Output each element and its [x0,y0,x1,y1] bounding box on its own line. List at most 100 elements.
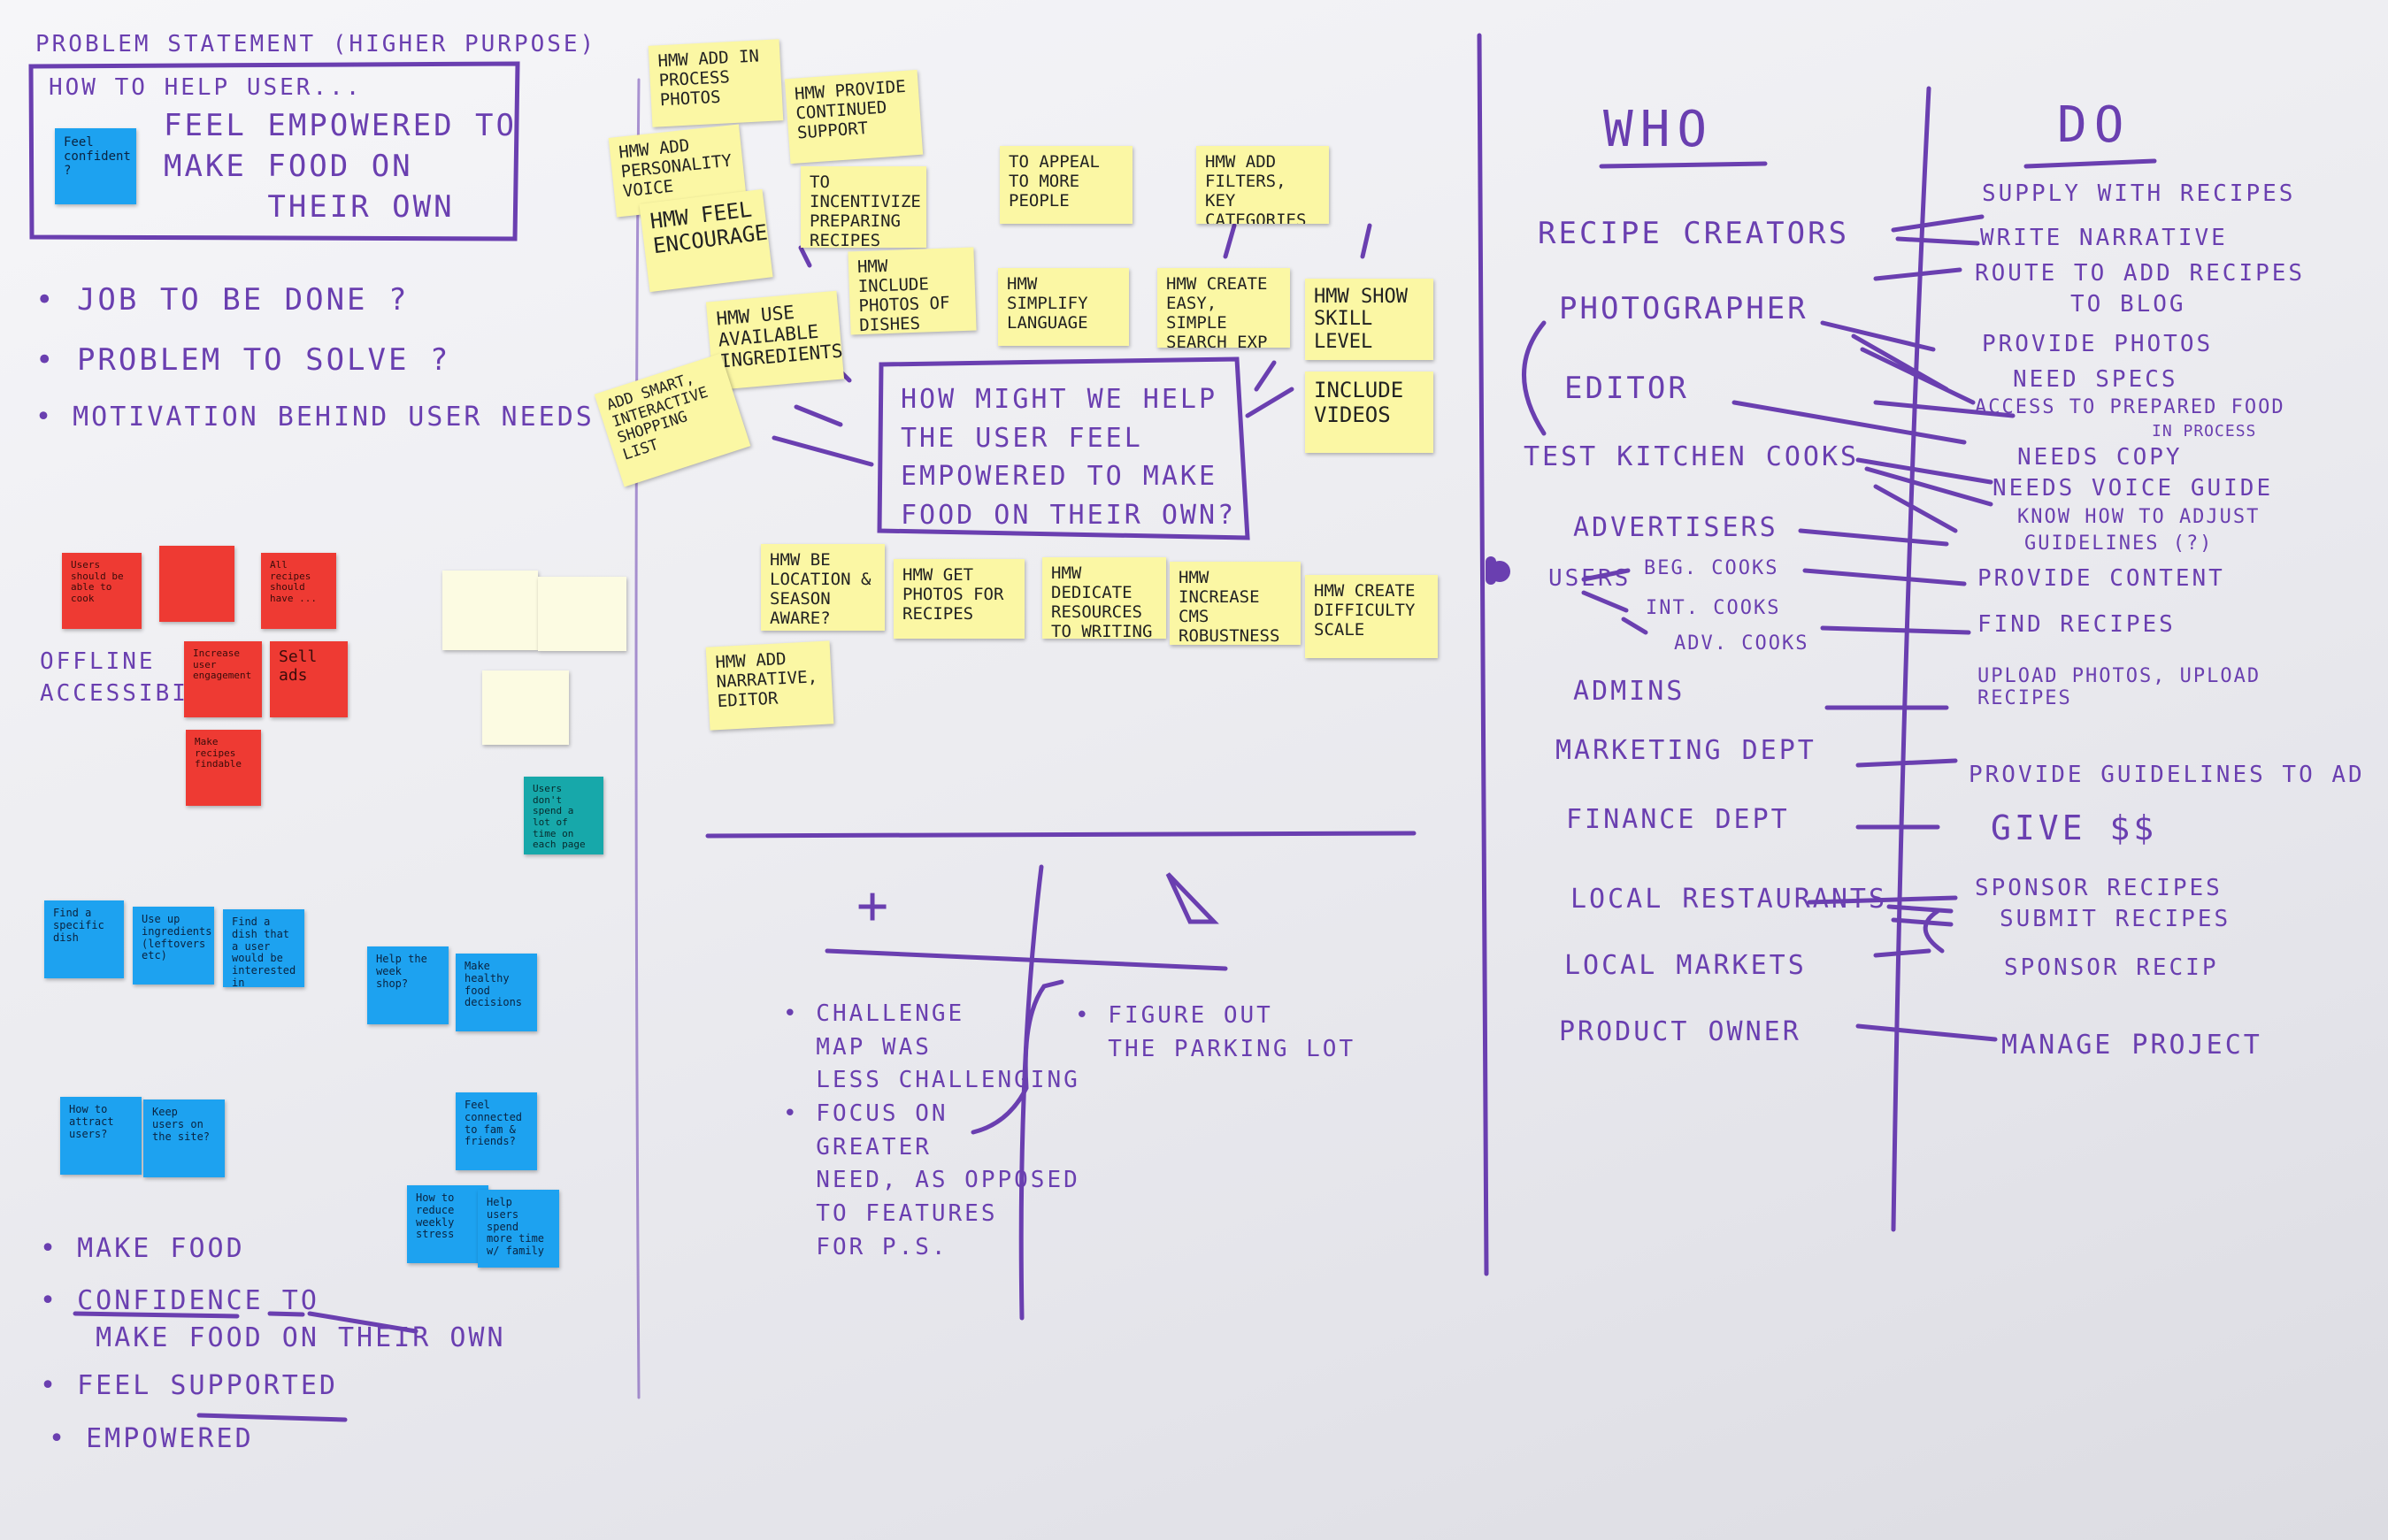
do-sponsor-recipes: SPONSOR RECIPES [1975,875,2223,901]
bottom-confidence: • CONFIDENCE TO MAKE FOOD ON THEIR OWN [40,1285,506,1353]
pale-note-3 [482,670,569,745]
do-route-add-recipes: ROUTE TO ADD RECIPES [1975,260,2306,287]
problem-box-main: FEEL EMPOWERED TO MAKE FOOD ON THEIR OWN [164,108,517,225]
do-provide-photos: PROVIDE PHOTOS [1982,331,2214,357]
do-find-recipes: FIND RECIPES [1977,611,2176,638]
who-product-owner: PRODUCT OWNER [1559,1016,1801,1047]
blue-note-7: Keep users on the site? [143,1099,225,1177]
who-advertisers: ADVERTISERS [1573,512,1778,543]
do-provide-content: PROVIDE CONTENT [1977,565,2225,592]
note-hmw-continued-support: HMW PROVIDE CONTINUED SUPPORT [784,69,924,165]
who-marketing: MARKETING DEPT [1555,735,1816,766]
blue-note-3: Find a dish that a user would be interes… [223,909,304,987]
blue-note-2: Use up ingredients (leftovers etc) [133,907,214,985]
do-access-prepared-food: ACCESS TO PREPARED FOOD [1975,396,2285,418]
do-need-specs: NEED SPECS [2013,366,2178,393]
note-hmw-get-photos: HMW GET PHOTOS FOR RECIPES [894,559,1025,639]
do-guidelines: GUIDELINES (?) [2024,532,2214,555]
delta-notes: • FIGURE OUT THE PARKING LOT [1075,1002,1356,1062]
who-photographer: PHOTOGRAPHER [1559,291,1808,326]
blue-note-8: Feel connected to fam & friends? [456,1092,537,1170]
note-hmw-skill-level: HMW SHOW SKILL LEVEL [1305,279,1433,360]
plus-notes: • CHALLENGE MAP WAS LESS CHALLENGING • F… [783,1000,1080,1260]
do-write-narrative: WRITE NARRATIVE [1980,225,2228,251]
do-sponsor-recip: SPONSOR RECIP [2004,954,2219,981]
do-needs-copy: NEEDS COPY [2017,444,2183,471]
plus-symbol: + [856,875,892,937]
blue-note-6: How to attract users? [60,1097,142,1175]
divider-left [634,78,641,1399]
problem-box-line1: HOW TO HELP USER... [49,74,363,101]
red-note-2 [159,546,234,622]
who-beg-cooks: BEG. COOKS [1644,557,1779,579]
do-submit-recipes: SUBMIT RECIPES [2000,906,2231,932]
do-needs-voice-guide: NEEDS VOICE GUIDE [1993,475,2274,502]
who-do-divider [1891,86,1931,1232]
note-hmw-filters: HMW ADD FILTERS, KEY CATEGORIES [1196,146,1329,224]
do-know-how-adjust: KNOW HOW TO ADJUST [2017,506,2261,528]
bullet-dot [1489,561,1510,582]
blue-note-9: How to reduce weekly stress [407,1185,488,1263]
note-hmw-photos-of-dishes: HMW INCLUDE PHOTOS OF DISHES [848,247,977,335]
note-hmw-simplify-language: HMW SIMPLIFY LANGUAGE [998,268,1129,346]
who-finance: FINANCE DEPT [1566,804,1790,835]
who-admins: ADMINS [1573,676,1685,707]
who-local-markets: LOCAL MARKETS [1564,950,1807,981]
red-note-6: Make recipes findable [186,730,261,806]
pale-note-1 [442,571,538,650]
do-to-blog: TO BLOG [2070,291,2186,318]
do-heading: DO [2057,96,2131,154]
red-note-4: Increase user engagement [184,641,262,717]
blue-note-1: Find a specific dish [44,900,124,978]
who-editor: EDITOR [1564,371,1689,406]
divider-right [1477,33,1489,1276]
question-motivation: • MOTIVATION BEHIND USER NEEDS ? [35,402,632,433]
who-local-restaurants: LOCAL RESTAURANTS [1570,884,1888,915]
red-note-3: All recipes should have ... [261,553,336,629]
grid-horizontal [705,831,1417,839]
bottom-empowered: • EMPOWERED [49,1423,254,1454]
who-heading: WHO [1603,101,1715,158]
hmw-box [877,356,1250,540]
who-test-kitchen: TEST KITCHEN COOKS [1524,441,1860,472]
do-in-process: IN PROCESS [2152,422,2257,441]
do-give-money: GIVE $$ [1991,808,2158,847]
do-upload: UPLOAD PHOTOS, UPLOAD RECIPES [1977,665,2261,710]
note-hmw-feel-encouraged: HMW FEEL ENCOURAGED [639,188,773,293]
teal-note: Users don't spend a lot of time on each … [524,777,603,854]
note-hmw-difficulty-scale: HMW CREATE DIFFICULTY SCALE [1305,575,1438,658]
hmw-statement: HOW MIGHT WE HELP THE USER FEEL EMPOWERE… [901,384,1237,531]
problem-box [28,61,520,241]
do-guidelines-to-ad: PROVIDE GUIDELINES TO AD [1969,762,2365,788]
bottom-feel-supported: • FEEL SUPPORTED [40,1370,338,1401]
note-include-videos: INCLUDE VIDEOS [1305,372,1433,453]
red-note-1: Users should be able to cook [62,553,142,629]
who-recipe-creators: RECIPE CREATORS [1538,216,1850,251]
bottom-make-food: • MAKE FOOD [40,1233,245,1264]
delta-symbol: △ [1159,871,1163,872]
blue-note-4: Help the week shop? [367,946,449,1024]
do-supply-recipes: SUPPLY WITH RECIPES [1982,180,2296,207]
note-hmw-process-photos: HMW ADD IN PROCESS PHOTOS [648,39,784,127]
note-hmw-simple-search: HMW CREATE EASY, SIMPLE SEARCH EXP [1157,268,1290,348]
note-hmw-dedicate-resources: HMW DEDICATE RESOURCES TO WRITING [1042,557,1166,639]
note-incentivize-recipes: TO INCENTIVIZE PREPARING RECIPES [801,166,926,248]
note-appeal-more-people: TO APPEAL TO MORE PEOPLE [1000,146,1133,224]
who-adv-cooks: ADV. COOKS [1674,632,1809,655]
note-hmw-location-season: HMW BE LOCATION & SEASON AWARE? [761,544,885,631]
blue-note-10: Help users spend more time w/ family [478,1190,559,1268]
pale-note-2 [538,577,626,651]
blue-note-5: Make healthy food decisions [456,954,537,1031]
red-note-5: Sell ads [270,641,348,717]
question-problem-to-solve: • PROBLEM TO SOLVE ? [35,342,451,378]
who-users: USERS [1548,565,1632,592]
who-int-cooks: INT. COOKS [1646,597,1781,619]
problem-statement-heading: PROBLEM STATEMENT (HIGHER PURPOSE) [35,31,597,57]
question-job-to-be-done: • JOB TO BE DONE ? [35,282,410,318]
feel-confident-note: Feel confident ? [55,128,136,204]
do-manage-project: MANAGE PROJECT [2001,1030,2262,1061]
note-hmw-narrative-editor: HMW ADD NARRATIVE, EDITOR [705,640,834,731]
delta-symbol-shape [1165,872,1219,924]
note-hmw-cms-robustness: HMW INCREASE CMS ROBUSTNESS [1170,562,1301,645]
